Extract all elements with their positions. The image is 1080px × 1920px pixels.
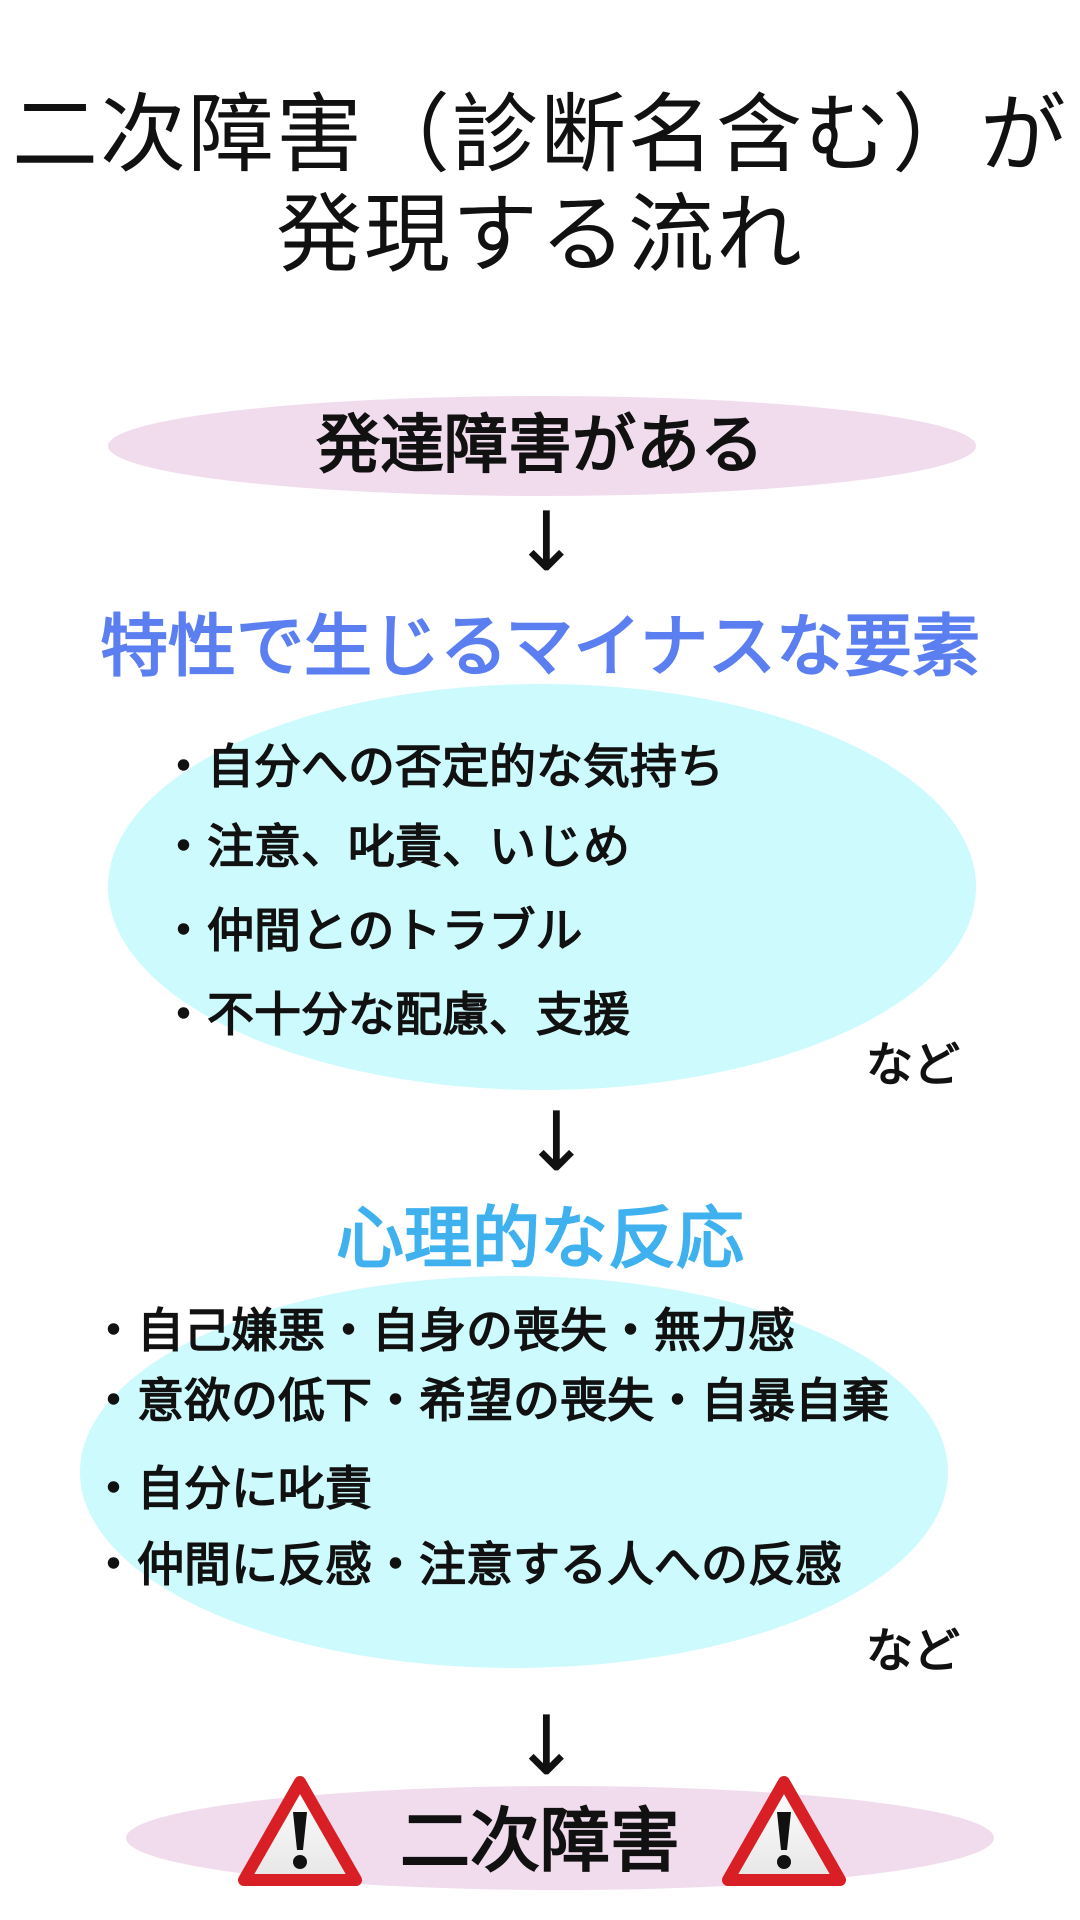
flow-arrow-1: ↓ bbox=[512, 495, 581, 590]
flow-arrow-2: ↓ bbox=[522, 1095, 591, 1190]
reactions-heading: 心理的な反応 bbox=[335, 1200, 744, 1279]
diagram-title-line-1: 二次障害（診断名含む）が bbox=[12, 85, 1068, 185]
factors-heading: 特性で生じるマイナスな要素 bbox=[100, 608, 980, 687]
reactions-etc: など bbox=[866, 1624, 960, 1679]
reaction-item-3: ・自分に叱責 bbox=[90, 1462, 372, 1517]
result-node-label: 二次障害 bbox=[400, 1800, 680, 1882]
flow-arrow-3: ↓ bbox=[512, 1699, 581, 1794]
start-node-ellipse bbox=[108, 396, 976, 496]
factor-item-2: ・注意、叱責、いじめ bbox=[160, 820, 630, 875]
reaction-item-4: ・仲間に反感・注意する人への反感 bbox=[90, 1538, 842, 1593]
factor-item-3: ・仲間とのトラブル bbox=[160, 904, 583, 959]
factor-item-4: ・不十分な配慮、支援 bbox=[160, 988, 630, 1043]
reaction-item-2: ・意欲の低下・希望の喪失・自暴自棄 bbox=[90, 1374, 889, 1429]
diagram-title-line-2: 発現する流れ bbox=[276, 185, 804, 285]
warning-icon bbox=[238, 1776, 362, 1886]
factors-ellipse bbox=[108, 684, 976, 1090]
factor-item-1: ・自分への否定的な気持ち bbox=[160, 740, 724, 795]
start-node-label: 発達障害がある bbox=[316, 409, 764, 483]
warning-icon bbox=[722, 1776, 846, 1886]
reactions-ellipse bbox=[80, 1276, 948, 1668]
factors-etc: など bbox=[866, 1038, 960, 1093]
reaction-item-1: ・自己嫌悪・自身の喪失・無力感 bbox=[90, 1304, 795, 1359]
